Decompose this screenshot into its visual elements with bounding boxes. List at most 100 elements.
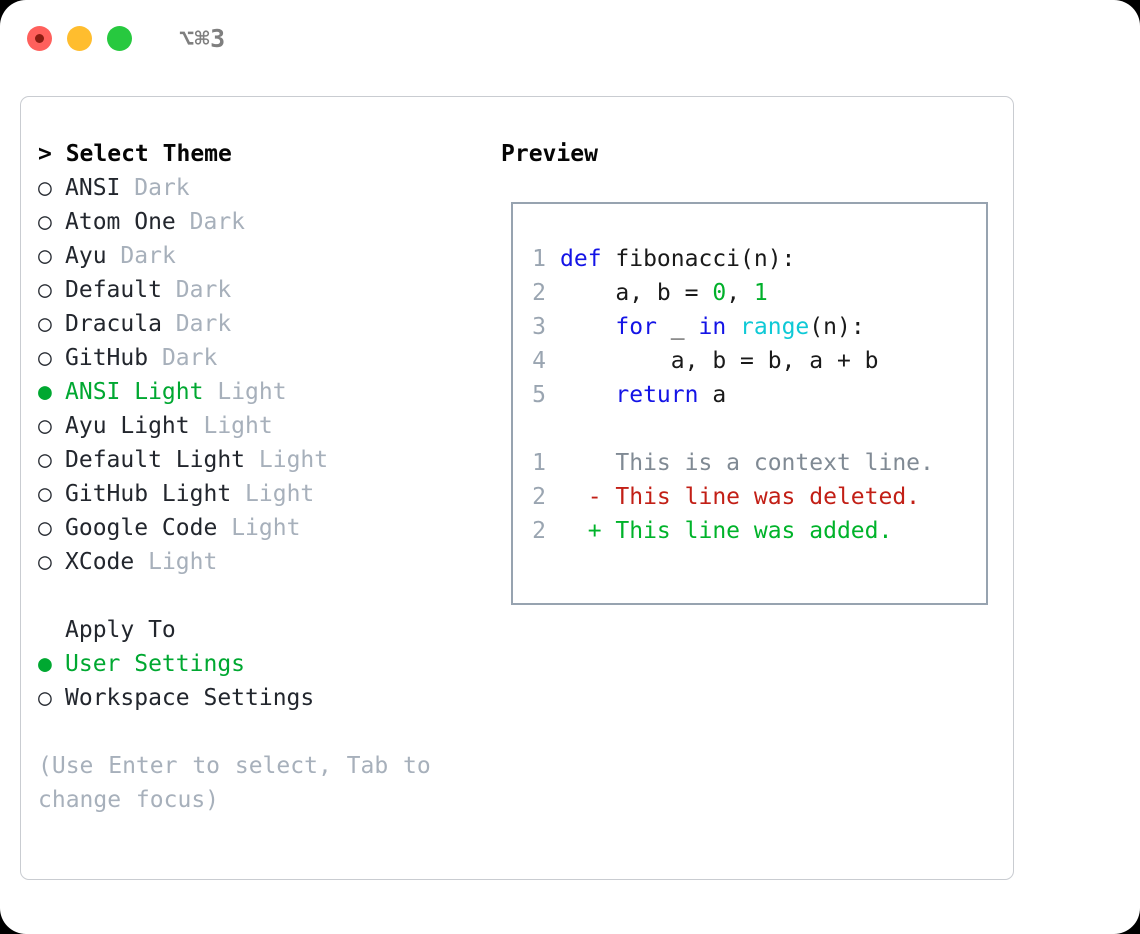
theme-option-name: XCode bbox=[65, 549, 135, 575]
apply-to-option-label: Workspace Settings bbox=[65, 685, 315, 711]
diff-marker: - bbox=[560, 484, 616, 510]
code-line: 3 for _ in range(n): bbox=[532, 310, 879, 344]
code-token: for bbox=[560, 314, 671, 340]
code-token: 1 bbox=[753, 280, 768, 306]
select-theme-header: > Select Theme bbox=[38, 141, 232, 167]
radio-unselected-icon: ○ bbox=[38, 311, 52, 337]
theme-option-name: ANSI Light bbox=[65, 379, 204, 405]
code-line-number: 2 bbox=[532, 280, 546, 306]
code-token: (n): bbox=[809, 314, 865, 340]
theme-option-variant: Light bbox=[148, 549, 218, 575]
diff-line-text: - This line was deleted. bbox=[560, 484, 920, 510]
theme-option-name: GitHub Light bbox=[65, 481, 232, 507]
theme-option[interactable]: ○ ANSI Dark bbox=[38, 171, 478, 205]
minimize-button[interactable] bbox=[67, 25, 92, 51]
diff-marker bbox=[560, 450, 615, 476]
title-bar: ⌥⌘3 bbox=[0, 0, 1140, 76]
code-token: 0 bbox=[712, 280, 727, 306]
apply-to-option[interactable]: ○ Workspace Settings bbox=[38, 681, 478, 715]
theme-option-variant: Light bbox=[258, 447, 329, 473]
diff-line-number: 1 bbox=[532, 450, 546, 476]
code-line: 1 def fibonacci(n): bbox=[532, 242, 879, 276]
radio-selected-icon: ● bbox=[38, 651, 52, 677]
code-token: a, b = b, a + b bbox=[560, 348, 879, 374]
theme-option-variant: Light bbox=[245, 481, 315, 507]
theme-option[interactable]: ○Default Light Light bbox=[38, 443, 478, 477]
theme-option[interactable]: ○Ayu Dark bbox=[38, 239, 478, 273]
radio-unselected-icon: ○ bbox=[38, 175, 52, 201]
code-token: def bbox=[560, 246, 616, 272]
diff-text: This line was deleted. bbox=[615, 484, 921, 510]
apply-to-header: Apply To bbox=[65, 617, 176, 643]
radio-unselected-icon: ○ bbox=[38, 685, 52, 711]
diff-line: 2 - This line was deleted. bbox=[532, 480, 934, 514]
theme-option-variant: Dark bbox=[189, 209, 246, 235]
apply-to-option[interactable]: ● User Settings bbox=[38, 647, 478, 681]
code-token: _ bbox=[670, 314, 699, 340]
radio-unselected-icon: ○ bbox=[38, 345, 52, 371]
radio-selected-icon: ● bbox=[38, 379, 52, 405]
theme-option[interactable]: ○ Dracula Dark bbox=[38, 307, 478, 341]
code-line-number: 5 bbox=[532, 382, 546, 408]
code-token: (n): bbox=[740, 246, 796, 272]
close-button[interactable] bbox=[27, 25, 52, 51]
keyboard-hint: (Use Enter to select, Tab to change focu… bbox=[38, 753, 431, 813]
theme-option-variant: Dark bbox=[175, 311, 232, 337]
diff-text: This is a context line. bbox=[615, 450, 934, 476]
diff-line: 1 This is a context line. bbox=[532, 446, 934, 480]
code-line-number: 3 bbox=[532, 314, 546, 340]
theme-option[interactable]: ○ Google Code Light bbox=[38, 511, 478, 545]
theme-option-name: Ayu bbox=[65, 243, 107, 269]
code-token: return bbox=[560, 382, 713, 408]
diff-line-text: + This line was added. bbox=[560, 518, 893, 544]
theme-picker-column: > Select Theme ○ANSI Dark○Atom One Dark○… bbox=[38, 137, 478, 817]
theme-option-name: Default Light bbox=[65, 447, 246, 473]
diff-line-text: This is a context line. bbox=[560, 450, 934, 476]
theme-option[interactable]: ○ XCode Light bbox=[38, 545, 478, 579]
diff-marker: + bbox=[560, 518, 616, 544]
theme-option-variant: Dark bbox=[120, 243, 176, 269]
theme-option[interactable]: ○GitHub Dark bbox=[38, 341, 478, 375]
theme-option-name: ANSI bbox=[65, 175, 121, 201]
theme-option-variant: Dark bbox=[161, 345, 218, 371]
preview-header: Preview bbox=[501, 141, 598, 167]
theme-option-variant: Dark bbox=[134, 175, 190, 201]
list-spacer bbox=[38, 579, 478, 613]
theme-option[interactable]: ○ Default Dark bbox=[38, 273, 478, 307]
theme-list[interactable]: ○ANSI Dark○Atom One Dark○Ayu Dark○Defaul… bbox=[38, 171, 478, 579]
code-token: a, b = bbox=[560, 280, 713, 306]
theme-option-variant: Dark bbox=[175, 277, 232, 303]
code-token: a bbox=[712, 382, 727, 408]
theme-option-variant: Light bbox=[231, 515, 301, 541]
theme-option-name: Ayu Light bbox=[65, 413, 190, 439]
code-token: , bbox=[726, 280, 754, 306]
radio-unselected-icon: ○ bbox=[38, 481, 52, 507]
theme-option-name: Dracula bbox=[65, 311, 162, 337]
theme-option-name: Google Code bbox=[65, 515, 218, 541]
window-title: ⌥⌘3 bbox=[179, 23, 226, 53]
radio-unselected-icon: ○ bbox=[38, 515, 52, 541]
theme-option[interactable]: ○ Atom One Dark bbox=[38, 205, 478, 239]
code-line: 2 a, b = 0, 1 bbox=[532, 276, 879, 310]
radio-unselected-icon: ○ bbox=[38, 413, 52, 439]
theme-option[interactable]: ● ANSI Light Light bbox=[38, 375, 478, 409]
theme-option-variant: Light bbox=[203, 413, 273, 439]
diff-sample: 1 This is a context line.2 - This line w… bbox=[532, 446, 934, 548]
radio-unselected-icon: ○ bbox=[38, 549, 52, 575]
theme-option-variant: Light bbox=[217, 379, 287, 405]
radio-unselected-icon: ○ bbox=[38, 277, 52, 303]
theme-option-name: Atom One bbox=[65, 209, 176, 235]
apply-to-option-label: User Settings bbox=[65, 651, 246, 677]
theme-option[interactable]: ○ GitHub Light Light bbox=[38, 477, 478, 511]
maximize-button[interactable] bbox=[107, 25, 132, 51]
apply-to-list[interactable]: ● User Settings ○ Workspace Settings bbox=[38, 647, 478, 715]
code-token: fibonacci bbox=[615, 246, 741, 272]
theme-option-name: Default bbox=[65, 277, 162, 303]
preview-column: Preview bbox=[501, 137, 1001, 171]
radio-unselected-icon: ○ bbox=[38, 209, 52, 235]
diff-line: 2 + This line was added. bbox=[532, 514, 934, 548]
code-line-number: 1 bbox=[532, 246, 546, 272]
main-panel: > Select Theme ○ANSI Dark○Atom One Dark○… bbox=[20, 96, 1014, 880]
theme-option[interactable]: ○ Ayu Light Light bbox=[38, 409, 478, 443]
